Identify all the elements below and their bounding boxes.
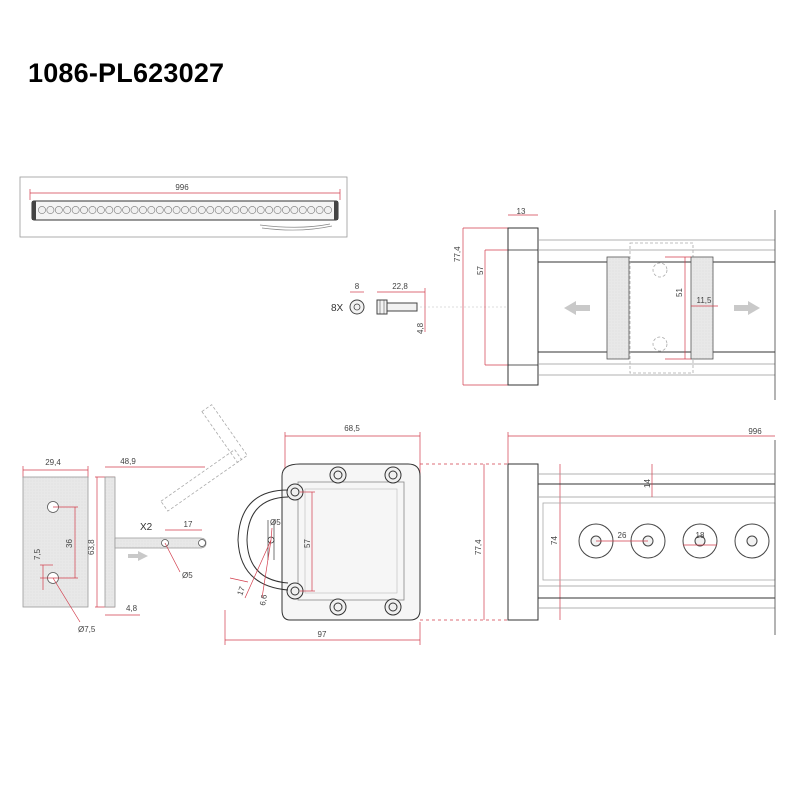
- l-bracket-view: 48,9 63,8 X2 17 Ø5 4,8: [87, 404, 248, 616]
- bracket-count-label: X2: [140, 522, 153, 533]
- insert-arrow-icon: [128, 551, 148, 561]
- overview-led: [155, 206, 164, 214]
- overview-led: [239, 206, 248, 214]
- overview-led: [88, 206, 97, 214]
- profile-width-label: 97: [318, 630, 327, 639]
- plate-width-label: 29,4: [45, 458, 61, 467]
- overview-led: [273, 206, 282, 214]
- profile-hole-label: Ø5: [270, 518, 281, 527]
- overview-led: [96, 206, 105, 214]
- overview-led: [189, 206, 198, 214]
- profile-17-label: 17: [235, 585, 247, 597]
- screw-head-label: 8: [355, 282, 360, 291]
- end-cap-height-label: 77,4: [453, 246, 462, 262]
- plate-hole-spacing-label: 36: [65, 539, 74, 548]
- end-cap-top-view: 13 77,4 57 51 11,5: [453, 207, 776, 400]
- overview-led: [80, 206, 88, 214]
- plate-hole-offset-label: 7,5: [33, 548, 42, 560]
- overview-led: [164, 206, 173, 214]
- profile-66-label: 6,6: [258, 593, 269, 606]
- screw-detail: 8X 8 22,8 4,8: [331, 282, 515, 334]
- overview-led: [256, 206, 265, 214]
- overview-led: [113, 206, 122, 214]
- mounting-plate-view: 29,4 36 7,5 Ø7,5: [22, 458, 96, 634]
- bracket-arm-label: 17: [184, 520, 193, 529]
- clip-spacing-label: 51: [675, 288, 684, 297]
- side-inner-label: 74: [550, 536, 559, 545]
- overview-led: [248, 206, 257, 214]
- overview-led: [172, 206, 181, 214]
- profile-height-label: 57: [303, 539, 312, 548]
- bracket-width-label: 48,9: [120, 457, 136, 466]
- clip-width-label: 11,5: [697, 296, 713, 305]
- plate-hole-dia-label: Ø7,5: [78, 625, 96, 634]
- profile-top-label: 68,5: [344, 424, 360, 433]
- overview-led: [214, 206, 223, 214]
- side-length-label: 996: [748, 427, 762, 436]
- overview-led: [147, 206, 156, 214]
- end-profile-view: 68,5 57 Ø5 17 6,6: [224, 424, 510, 645]
- slide-right-arrow-icon: [734, 301, 760, 315]
- overview-led: [282, 206, 290, 214]
- overview-bar-view: 996: [19, 176, 348, 238]
- overview-led: [38, 206, 46, 214]
- bracket-height-label: 63,8: [87, 539, 96, 555]
- side-height-label: 77,4: [474, 539, 483, 555]
- led-pitch-label: 26: [618, 531, 627, 540]
- overview-led: [265, 206, 274, 214]
- overview-led: [54, 206, 63, 214]
- overview-led: [206, 206, 215, 214]
- overview-led: [307, 206, 316, 214]
- overview-led: [324, 206, 332, 214]
- overview-led: [197, 206, 206, 214]
- overview-led: [71, 206, 80, 214]
- overview-led: [122, 206, 131, 214]
- overview-led: [290, 206, 299, 214]
- overview-led: [46, 206, 55, 214]
- overview-led: [181, 206, 189, 214]
- overview-led: [298, 206, 307, 214]
- screw-dia-label: 4,8: [416, 322, 425, 334]
- overview-led: [231, 206, 240, 214]
- screw-length-label: 22,8: [392, 282, 408, 291]
- end-cap-inner-label: 57: [476, 266, 485, 275]
- overview-led: [130, 206, 139, 214]
- overview-led: [105, 206, 114, 214]
- overview-led: [139, 206, 147, 214]
- overview-led: [315, 206, 324, 214]
- overview-led: [63, 206, 72, 214]
- led-dia-label: 18: [696, 531, 705, 540]
- slide-left-arrow-icon: [564, 301, 590, 315]
- bracket-thickness-label: 4,8: [126, 604, 138, 613]
- side-14-label: 14: [643, 479, 652, 488]
- page-title: 1086-PL623027: [28, 58, 225, 88]
- end-cap-width-label: 13: [517, 207, 526, 216]
- overview-length-label: 996: [175, 183, 189, 192]
- bracket-hole-label: Ø5: [182, 571, 193, 580]
- overview-led: [223, 206, 231, 214]
- side-view: 996 77,4 74 14 26 18: [474, 427, 776, 635]
- screw-count-label: 8X: [331, 303, 344, 314]
